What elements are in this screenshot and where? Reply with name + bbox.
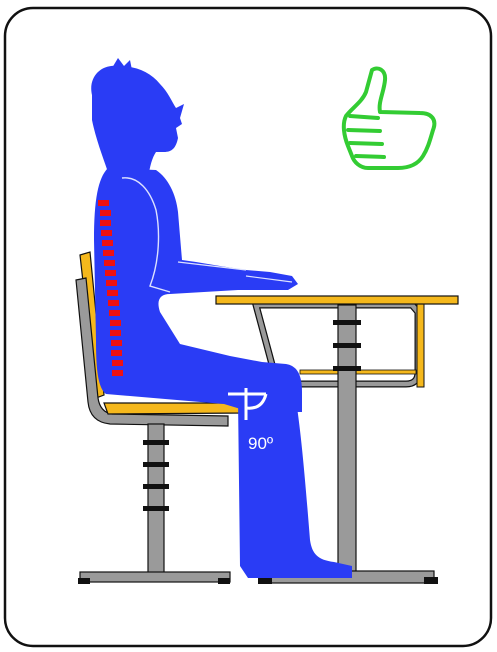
desk-notch	[333, 320, 361, 325]
desk-notch	[333, 366, 361, 371]
chair-foot-cap	[218, 578, 230, 584]
chair-column	[148, 424, 164, 574]
chair-notch	[143, 484, 169, 489]
angle-label: 90º	[248, 434, 273, 453]
desk-foot-cap	[258, 577, 272, 584]
desk-top	[216, 296, 458, 304]
chair-notch	[143, 462, 169, 467]
chair-notch	[143, 440, 169, 445]
desk-notch	[333, 343, 361, 348]
chair-notch	[143, 506, 169, 511]
chair-foot	[80, 572, 230, 582]
chair-foot-cap	[78, 578, 90, 584]
desk-front-panel	[417, 303, 424, 387]
desk-foot-cap	[424, 577, 438, 584]
chair-seat-pad	[104, 403, 244, 414]
